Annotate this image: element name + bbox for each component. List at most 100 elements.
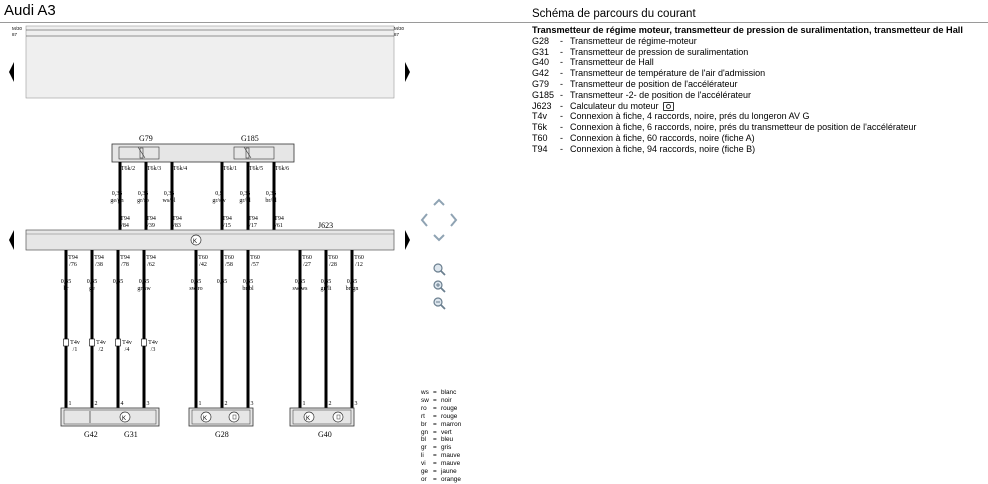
equals-sign: = <box>433 420 437 428</box>
ecu-connector-label: T94 <box>120 216 130 222</box>
wire-size-label: 0,35 <box>321 279 332 285</box>
color-abbrev: sw <box>421 396 429 404</box>
rail-label-m30-right: M/30 <box>394 26 405 31</box>
wire-color-label: br/bl <box>265 198 277 204</box>
ecu-pin-label: /78 <box>121 262 129 268</box>
header-divider <box>0 22 988 23</box>
color-abbrev: rt <box>421 412 425 420</box>
plug-pin-label: /1 <box>73 347 78 353</box>
wire-size-label: 0,35 <box>266 191 277 197</box>
ecu-pin-label: /39 <box>147 223 155 229</box>
scroll-right-arrow-top[interactable] <box>405 62 410 82</box>
ecu-connector-label: T60 <box>224 255 234 261</box>
ecu-connector-label: T94 <box>248 216 258 222</box>
wire-size-label: 0,35 <box>164 191 175 197</box>
connector-pin-label: T6k/4 <box>173 166 187 172</box>
wire-color-label: br/gn <box>346 286 359 292</box>
wire-color-label: sw/ws <box>292 286 308 292</box>
component-legend: Transmetteur de régime moteur, transmett… <box>532 25 963 155</box>
legend-code: T4v <box>532 111 548 122</box>
color-abbrev: ro <box>421 404 427 412</box>
pan-right-icon[interactable] <box>450 213 458 227</box>
legend-item: G42-Transmetteur de température de l'air… <box>532 68 963 79</box>
legend-dash: - <box>560 68 563 79</box>
pan-up-icon[interactable] <box>433 198 445 206</box>
wire-size-label: 0,35 <box>138 191 149 197</box>
g28-component: K G28 <box>188 407 254 439</box>
scroll-left-arrow-top[interactable] <box>9 62 14 82</box>
color-abbrev: gn <box>421 428 429 436</box>
ecu-pin-label: /76 <box>69 262 77 268</box>
legend-desc: Transmetteur de température de l'air d'a… <box>570 68 766 79</box>
legend-title: Transmetteur de régime moteur, transmett… <box>532 25 963 35</box>
equals-sign: = <box>433 412 437 420</box>
wire-size-label: 0,35 <box>295 279 306 285</box>
wire-color-label: br <box>64 286 69 292</box>
ecu-pin-label: /83 <box>173 223 181 229</box>
legend-code: G185 <box>532 89 555 100</box>
wire-color-label: ws/bl <box>162 198 175 204</box>
pan-down-icon[interactable] <box>433 234 445 242</box>
color-key-item: sw=noir <box>421 397 461 405</box>
color-key-item: or=orange <box>421 476 461 484</box>
legend-code: G31 <box>532 46 550 57</box>
legend-code: T60 <box>532 132 548 143</box>
color-abbrev: br <box>421 420 427 428</box>
wiring-diagram: M/30 87 M/30 87 G79 G185 T6k/20,35ge/gnT… <box>9 25 410 439</box>
zoom-in-icon[interactable] <box>433 280 446 293</box>
g79-label: G79 <box>139 134 153 143</box>
scroll-right-arrow-bottom[interactable] <box>405 230 410 250</box>
plug-icon <box>141 338 147 347</box>
legend-dash: - <box>560 57 563 68</box>
ecu-connector-label: T94 <box>94 255 104 261</box>
plug-icon <box>89 338 95 347</box>
component-pin-label: 3 <box>147 401 150 407</box>
zoom-fit-icon[interactable] <box>433 263 446 276</box>
legend-code: G42 <box>532 68 550 79</box>
color-abbrev: bl <box>421 436 426 444</box>
legend-desc: Connexion à fiche, 94 raccords, noire (f… <box>570 143 756 154</box>
color-name: gris <box>441 444 452 452</box>
legend-code: G40 <box>532 57 550 68</box>
legend-dash: - <box>560 143 563 154</box>
color-name: bleu <box>441 436 454 444</box>
ecu-pin-label: /62 <box>147 262 155 268</box>
scroll-left-arrow-bottom[interactable] <box>9 230 14 250</box>
pan-left-icon[interactable] <box>420 213 428 227</box>
color-key-item: ro=rouge <box>421 405 461 413</box>
ecu-connector-label: T60 <box>250 255 260 261</box>
legend-item: G40-Transmetteur de Hall <box>532 57 963 68</box>
wire-color-label: gn/li <box>320 286 331 292</box>
color-key-item: br=marron <box>421 421 461 429</box>
ecu-connector-label: T94 <box>120 255 130 261</box>
wire-color-label: ge/gn <box>110 198 123 204</box>
legend-dash: - <box>560 89 563 100</box>
legend-desc: Transmetteur -2- de position de l'accélé… <box>570 89 751 100</box>
plug-icon <box>115 338 121 347</box>
component-pin-label: 4 <box>121 401 124 407</box>
ecu-connector-label: T60 <box>354 255 364 261</box>
legend-item: G79-Transmetteur de position de l'accélé… <box>532 79 963 90</box>
camera-icon[interactable] <box>662 101 674 111</box>
equals-sign: = <box>433 475 437 483</box>
color-key-item: ws=blanc <box>421 389 461 397</box>
legend-desc: Connexion à fiche, 4 raccords, noire, pr… <box>570 111 810 122</box>
g185-label: G185 <box>241 134 259 143</box>
zoom-out-icon[interactable] <box>433 297 446 310</box>
